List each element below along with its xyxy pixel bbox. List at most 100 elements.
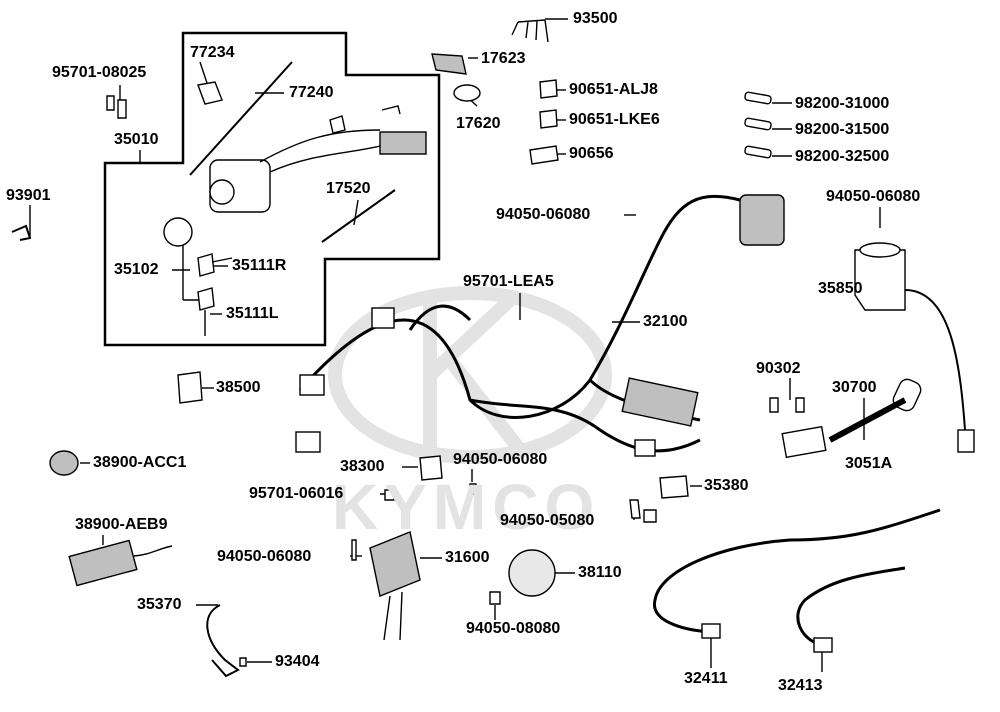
main-harness-32100 (298, 194, 741, 453)
part-label-35850: 35850 (818, 280, 863, 297)
screw-94050-06080-c (469, 483, 477, 495)
ignition-assembly-outline (103, 31, 441, 347)
cap-35102 (163, 217, 193, 247)
clip-93901 (11, 224, 32, 241)
pin-set-93500 (511, 19, 549, 43)
part-label-38900-ACC1: 38900-ACC1 (93, 454, 187, 471)
screw-94050-05080 (629, 499, 657, 523)
part-label-94050-06080-c: 94050-06080 (453, 451, 548, 468)
coil-lead (904, 289, 966, 431)
cable-32413 (796, 566, 906, 647)
cable-77240 (189, 61, 293, 176)
regulator-31600 (369, 531, 421, 597)
part-label-94050-06080-b: 94050-06080 (826, 188, 921, 205)
part-label-32413: 32413 (778, 677, 823, 694)
switch-38300 (419, 455, 443, 481)
part-label-77240: 77240 (289, 84, 334, 101)
connector-90651-ALJ8 (539, 79, 558, 99)
connector-90656 (529, 145, 559, 165)
screw-94050-06080-d (351, 539, 357, 561)
coil-connector (957, 429, 975, 453)
part-label-35111R: 35111R (232, 257, 287, 274)
terminal-32413 (813, 637, 833, 653)
connector-90651-LKE6 (539, 109, 558, 129)
part-label-90656: 90656 (569, 145, 614, 162)
module-lead (133, 545, 173, 557)
module-38900-AEB9 (68, 539, 138, 587)
relay-38500 (177, 371, 203, 404)
hv-connector-3051A (781, 425, 827, 459)
screw-94050-08080 (489, 591, 501, 605)
screw-90302 (769, 397, 805, 413)
cable-holder-17623 (431, 53, 467, 75)
fuse-98200-31000 (744, 91, 772, 105)
part-label-17620: 17620 (456, 115, 501, 132)
part-label-93901: 93901 (6, 187, 51, 204)
bracket-small (329, 115, 346, 134)
part-label-93500: 93500 (573, 10, 618, 27)
harness-connector-b (295, 431, 321, 453)
part-label-30700: 30700 (832, 379, 877, 396)
cable-17520 (321, 189, 396, 243)
part-label-35010: 35010 (114, 131, 159, 148)
regulator-leads (383, 591, 403, 641)
part-label-38900-AEB9: 38900-AEB9 (75, 516, 168, 533)
ignition-connector (379, 131, 427, 155)
part-drawings (11, 19, 975, 678)
part-label-94050-06080-a: 94050-06080 (496, 206, 591, 223)
part-label-94050-05080: 94050-05080 (500, 512, 595, 529)
part-label-38300: 38300 (340, 458, 385, 475)
part-label-35380: 35380 (704, 477, 749, 494)
speedo-gear-17620 (453, 84, 481, 102)
part-label-17623: 17623 (481, 50, 526, 67)
part-label-90651-LKE6: 90651-LKE6 (569, 111, 660, 128)
part-label-35370: 35370 (137, 596, 182, 613)
part-label-94050-06080-d: 94050-06080 (217, 548, 312, 565)
part-label-77234: 77234 (190, 44, 235, 61)
part-label-94050-08080: 94050-08080 (466, 620, 561, 637)
buzzer-38900-ACC1 (49, 450, 79, 476)
cable-32411 (653, 508, 941, 634)
coil-top (859, 242, 901, 258)
part-label-98200-31500: 98200-31500 (795, 121, 890, 138)
part-label-95701-06016: 95701-06016 (249, 485, 344, 502)
watermark-text: KYMCO (332, 471, 601, 543)
harness-connector-c (371, 307, 395, 329)
key-35111L (197, 287, 215, 336)
bolt-95701-08025 (106, 95, 127, 119)
terminal-32411 (701, 623, 721, 639)
part-label-95701-LEA5: 95701-LEA5 (463, 273, 554, 290)
ignition-key-slot (209, 179, 235, 205)
part-label-17520: 17520 (326, 180, 371, 197)
watermark-logo (328, 286, 612, 464)
fuse-98200-32500 (744, 145, 772, 159)
key-35111R (197, 253, 233, 277)
bracket-77234 (197, 81, 223, 105)
part-label-32100: 32100 (643, 313, 688, 330)
part-label-35111L: 35111L (226, 305, 279, 322)
harness-fusebox (621, 377, 699, 427)
screw-95701-06016 (384, 489, 395, 501)
part-label-93404: 93404 (275, 653, 320, 670)
sensor-35380 (659, 475, 689, 499)
horn-38110 (508, 549, 556, 597)
part-label-98200-31000: 98200-31000 (795, 95, 890, 112)
harness-relay-box (739, 194, 785, 246)
part-label-38110: 38110 (578, 564, 622, 581)
part-label-32411: 32411 (684, 670, 728, 687)
harness-connector-a (299, 374, 325, 396)
harness-connector-d (634, 439, 656, 457)
part-label-90651-ALJ8: 90651-ALJ8 (569, 81, 658, 98)
bracket-small-2 (381, 105, 401, 115)
screw-93404 (239, 657, 247, 667)
part-label-98200-32500: 98200-32500 (795, 148, 890, 165)
sensor-35370 (206, 604, 240, 678)
fuse-98200-31500 (744, 117, 772, 131)
part-label-38500: 38500 (216, 379, 261, 396)
part-label-95701-08025: 95701-08025 (52, 64, 147, 81)
part-label-31600: 31600 (445, 549, 490, 566)
hv-wire-3051A (828, 397, 907, 443)
part-label-3051A: 3051A (845, 455, 893, 472)
